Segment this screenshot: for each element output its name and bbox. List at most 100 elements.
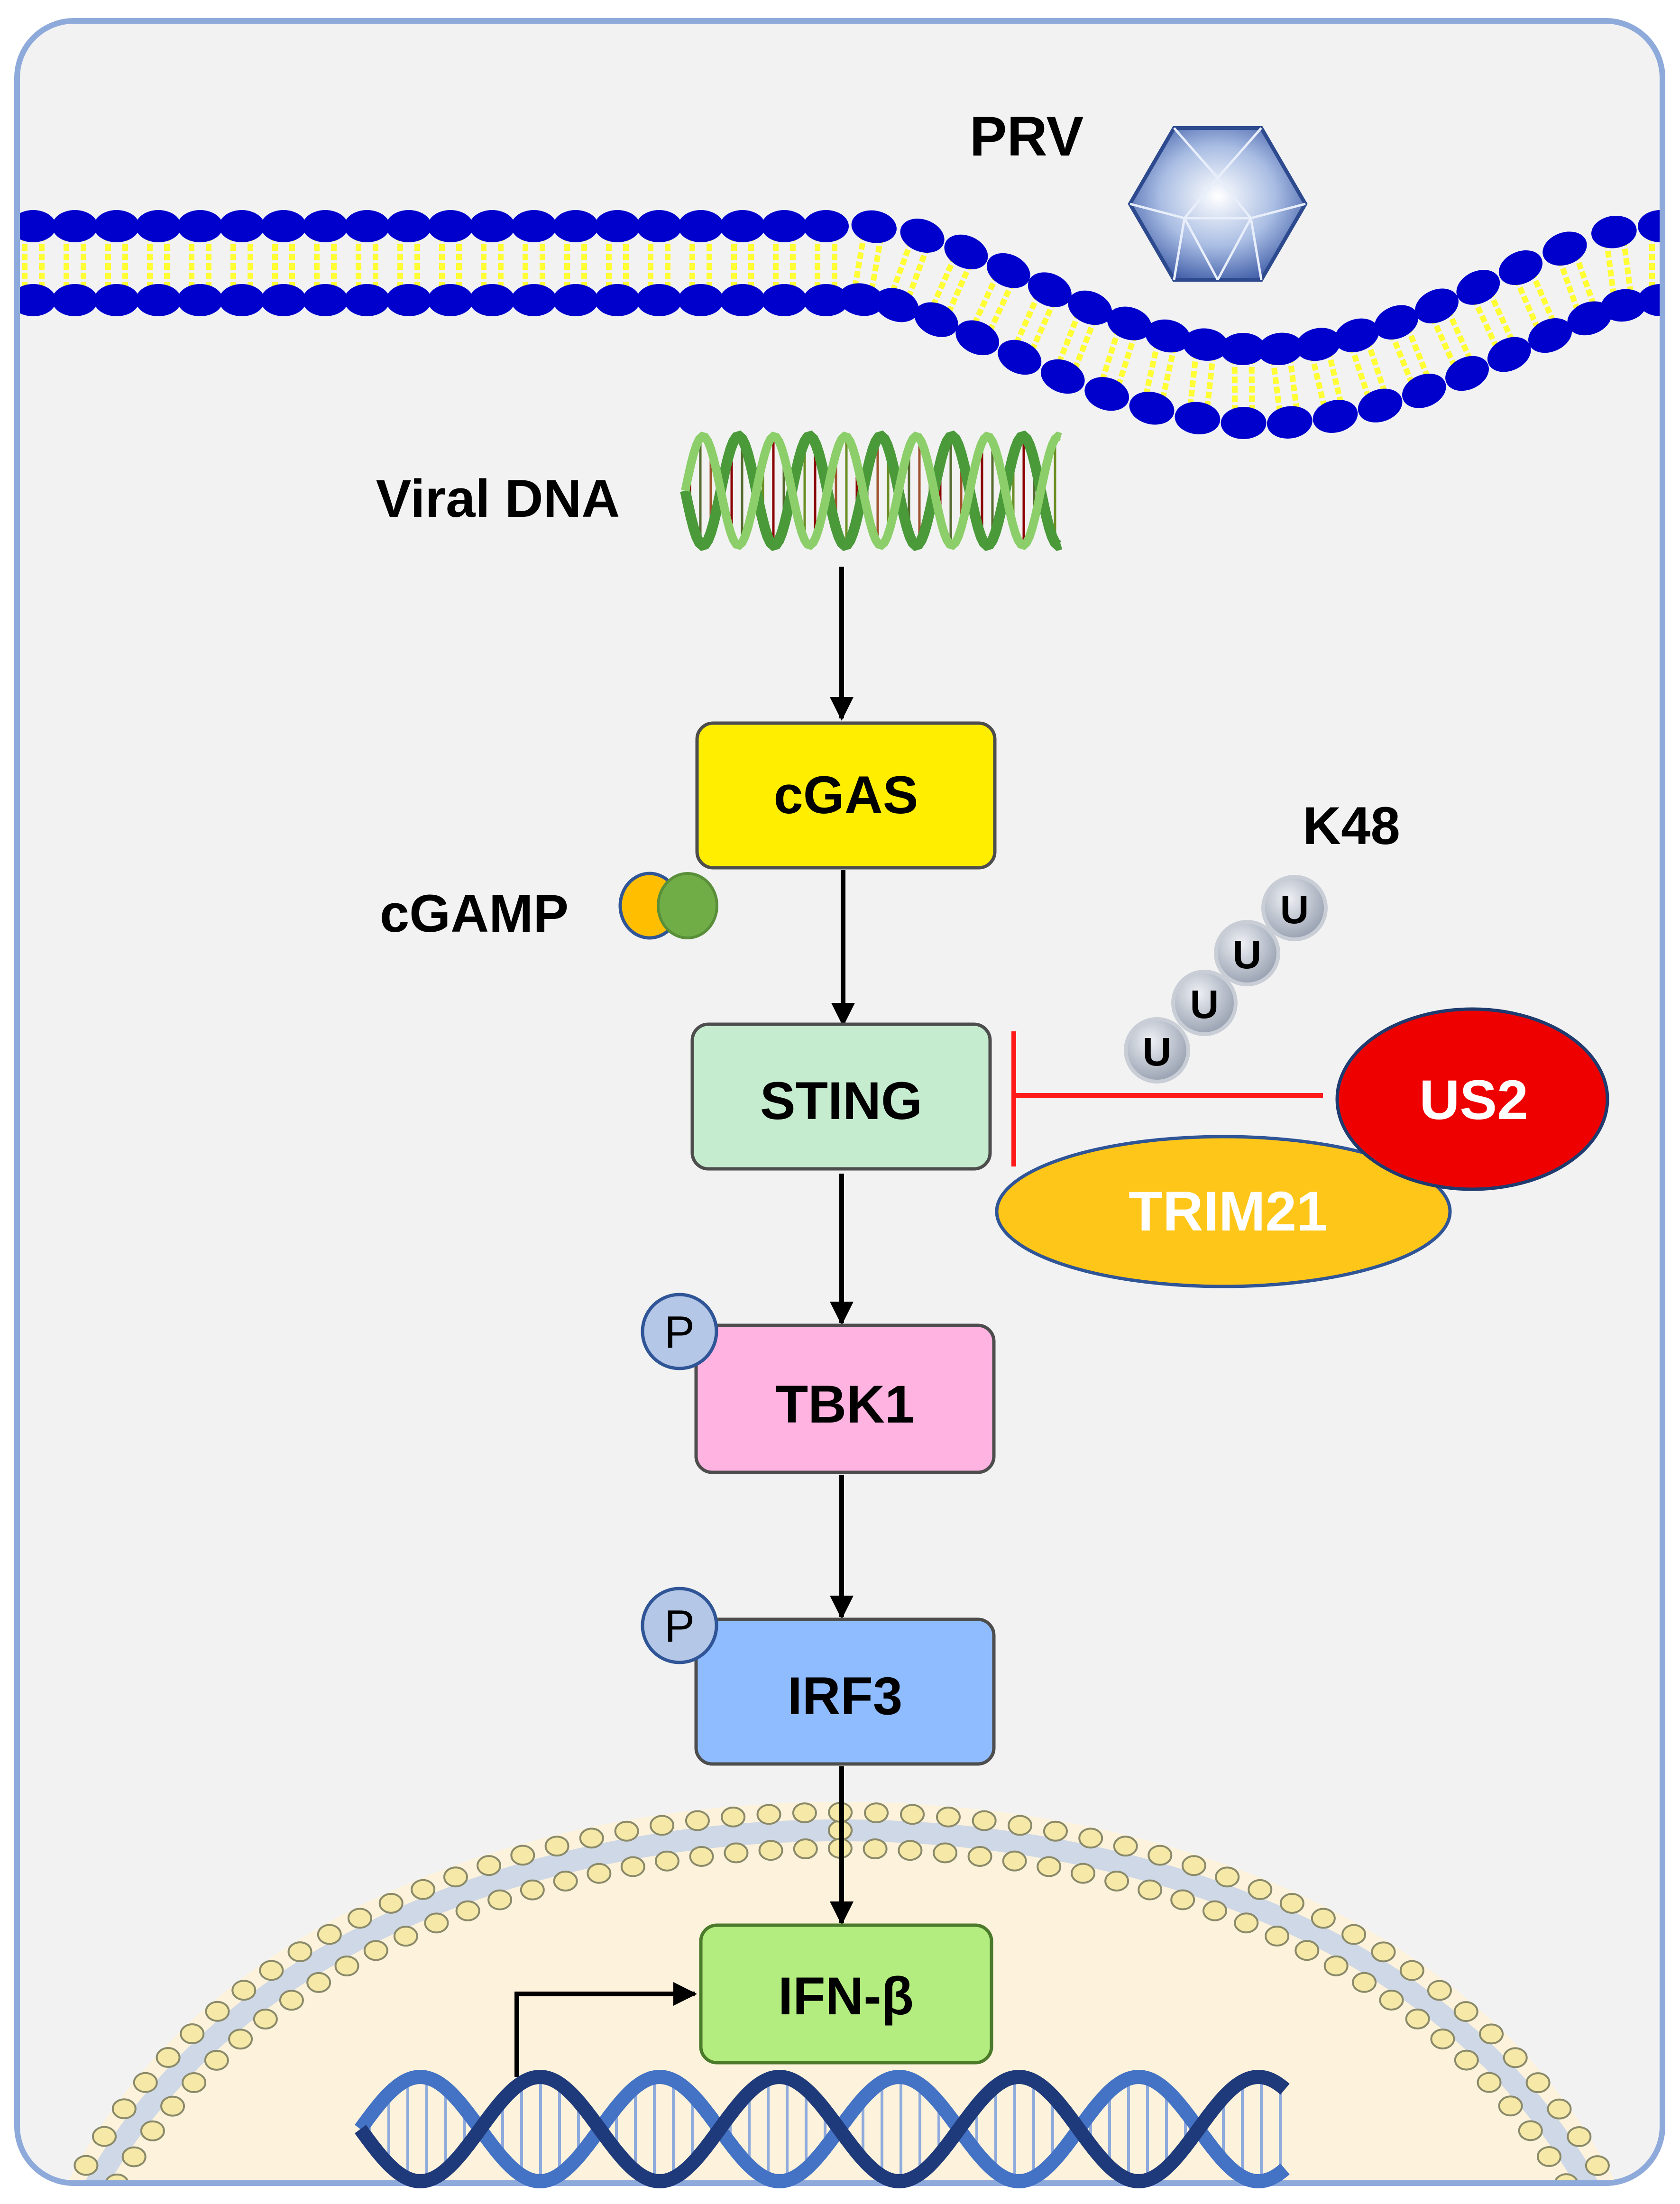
membrane-head: [94, 284, 139, 316]
membrane-head: [1334, 318, 1379, 352]
nuclear-envelope-head: [424, 1912, 449, 1934]
membrane-head: [1567, 301, 1612, 336]
nuclear-envelope-head: [1202, 1900, 1227, 1921]
cgas-node: cGAS: [695, 721, 997, 870]
membrane-head: [1358, 388, 1403, 422]
trim21-node: TRIM21: [995, 1135, 1452, 1288]
nuclear-envelope-head: [1181, 1855, 1206, 1876]
membrane-head: [678, 210, 724, 242]
membrane-head: [1145, 319, 1191, 353]
nuclear-envelope-head: [1454, 2049, 1479, 2071]
nuclear-envelope-head: [347, 1908, 372, 1929]
nuclear-envelope-head: [455, 1900, 480, 1921]
membrane-head: [1445, 356, 1489, 391]
viral-dna-helix-icon: [680, 430, 1063, 551]
nuclear-envelope-head: [1379, 1990, 1404, 2011]
membrane-head: [986, 253, 1030, 288]
ubiquitin-bead: [1124, 1017, 1190, 1084]
membrane-tail: [1028, 300, 1057, 354]
membrane-head: [955, 320, 1000, 356]
ifnb-node: IFN-β: [699, 1923, 993, 2065]
membrane-head: [1591, 215, 1637, 248]
nuclear-envelope-head: [411, 1879, 436, 1900]
nuclear-envelope-head: [121, 2146, 147, 2167]
membrane-tail: [1071, 318, 1098, 373]
membrane-head: [1456, 270, 1500, 305]
nuclear-envelope-head: [1479, 2023, 1504, 2045]
membrane-tail: [1187, 351, 1199, 409]
nuclear-envelope-head: [1453, 2001, 1478, 2022]
nuclear-envelope-head: [1148, 1845, 1173, 1866]
membrane-head: [511, 210, 557, 242]
membrane-head: [177, 284, 223, 316]
ubiquitin-bead: [1261, 875, 1328, 941]
membrane-head: [1498, 250, 1542, 285]
membrane-tail: [1309, 354, 1328, 411]
nuclear-envelope-head: [1587, 2195, 1609, 2204]
membrane-tail: [1325, 350, 1345, 407]
nuclear-envelope-head: [620, 1856, 645, 1877]
nuclear-envelope-head: [1587, 2195, 1609, 2204]
nuclear-envelope-head: [204, 2049, 229, 2071]
membrane-tail: [1204, 353, 1216, 411]
nuclear-envelope-head: [182, 2072, 207, 2094]
us2-node: US2: [1335, 1007, 1609, 1191]
nuclear-envelope-head: [933, 1842, 958, 1864]
membrane-tail: [1514, 277, 1542, 332]
membrane-head: [52, 210, 98, 242]
membrane-tail: [1529, 271, 1557, 326]
nuclear-envelope-head: [104, 2173, 129, 2183]
membrane-head: [1068, 290, 1112, 325]
cgamp-icon: [618, 872, 718, 940]
membrane-head: [1107, 306, 1152, 340]
transcription-start-arrow: [514, 1982, 697, 2077]
cell-frame: [14, 18, 1665, 2186]
nuclear-envelope-head: [864, 1802, 889, 1824]
nuclear-envelope-head: [1503, 2047, 1528, 2068]
membrane-head: [553, 284, 598, 316]
nuclear-envelope-head: [133, 2072, 158, 2093]
membrane-head: [914, 302, 958, 337]
membrane-head: [998, 340, 1042, 375]
membrane-head: [511, 284, 557, 316]
nuclear-envelope-head: [156, 2047, 181, 2068]
nuclear-envelope-head: [160, 2095, 185, 2117]
membrane-tail: [986, 281, 1015, 335]
nuclear-envelope-head: [443, 1866, 468, 1888]
nuclear-envelope-head: [1215, 1866, 1240, 1888]
nuclear-envelope-head: [228, 2029, 253, 2050]
nuclear-envelope-head: [1352, 1972, 1377, 1993]
nuclear-envelope-head: [1311, 1908, 1336, 1929]
membrane-head: [469, 284, 515, 316]
nuclear-envelope-head: [1078, 1827, 1103, 1849]
membrane-tail: [1604, 241, 1617, 299]
nuclear-envelope-head: [972, 1810, 997, 1831]
tbk1-node: TBK1: [694, 1323, 996, 1474]
membrane-head: [720, 210, 765, 242]
membrane-tail: [1142, 341, 1161, 399]
membrane-head: [1402, 374, 1446, 408]
nuclear-envelope-head: [393, 1926, 418, 1947]
membrane-head: [1084, 377, 1129, 411]
nuclear-envelope-head: [1585, 2155, 1610, 2176]
membrane-tail: [1349, 345, 1372, 401]
membrane-head: [94, 210, 139, 242]
nuclear-envelope-head: [1234, 1912, 1259, 1934]
ubiquitin-label: U: [1280, 887, 1309, 932]
nuclear-envelope-head: [758, 1840, 783, 1861]
nuclear-envelope-head: [1323, 1955, 1349, 1976]
nuclear-envelope-head: [1547, 2098, 1572, 2120]
nuclear-envelope-head: [967, 1846, 992, 1867]
nuclear-envelope-head: [1405, 2008, 1430, 2030]
ifnb-label: IFN-β: [778, 1966, 914, 2026]
nuclear-envelope-head: [689, 1846, 714, 1867]
nuclear-envelope-head: [92, 2126, 117, 2147]
membrane-tail: [1621, 239, 1634, 296]
nuclear-envelope-head: [650, 1815, 675, 1836]
sting-node: STING: [690, 1022, 992, 1171]
nuclear-envelope-head: [58, 2186, 81, 2204]
nuclear-envelope-head: [1037, 1856, 1062, 1877]
membrane-head: [1528, 318, 1572, 353]
nuclear-envelope-head: [1008, 1815, 1033, 1836]
nuclear-envelope-head: [721, 1806, 746, 1827]
